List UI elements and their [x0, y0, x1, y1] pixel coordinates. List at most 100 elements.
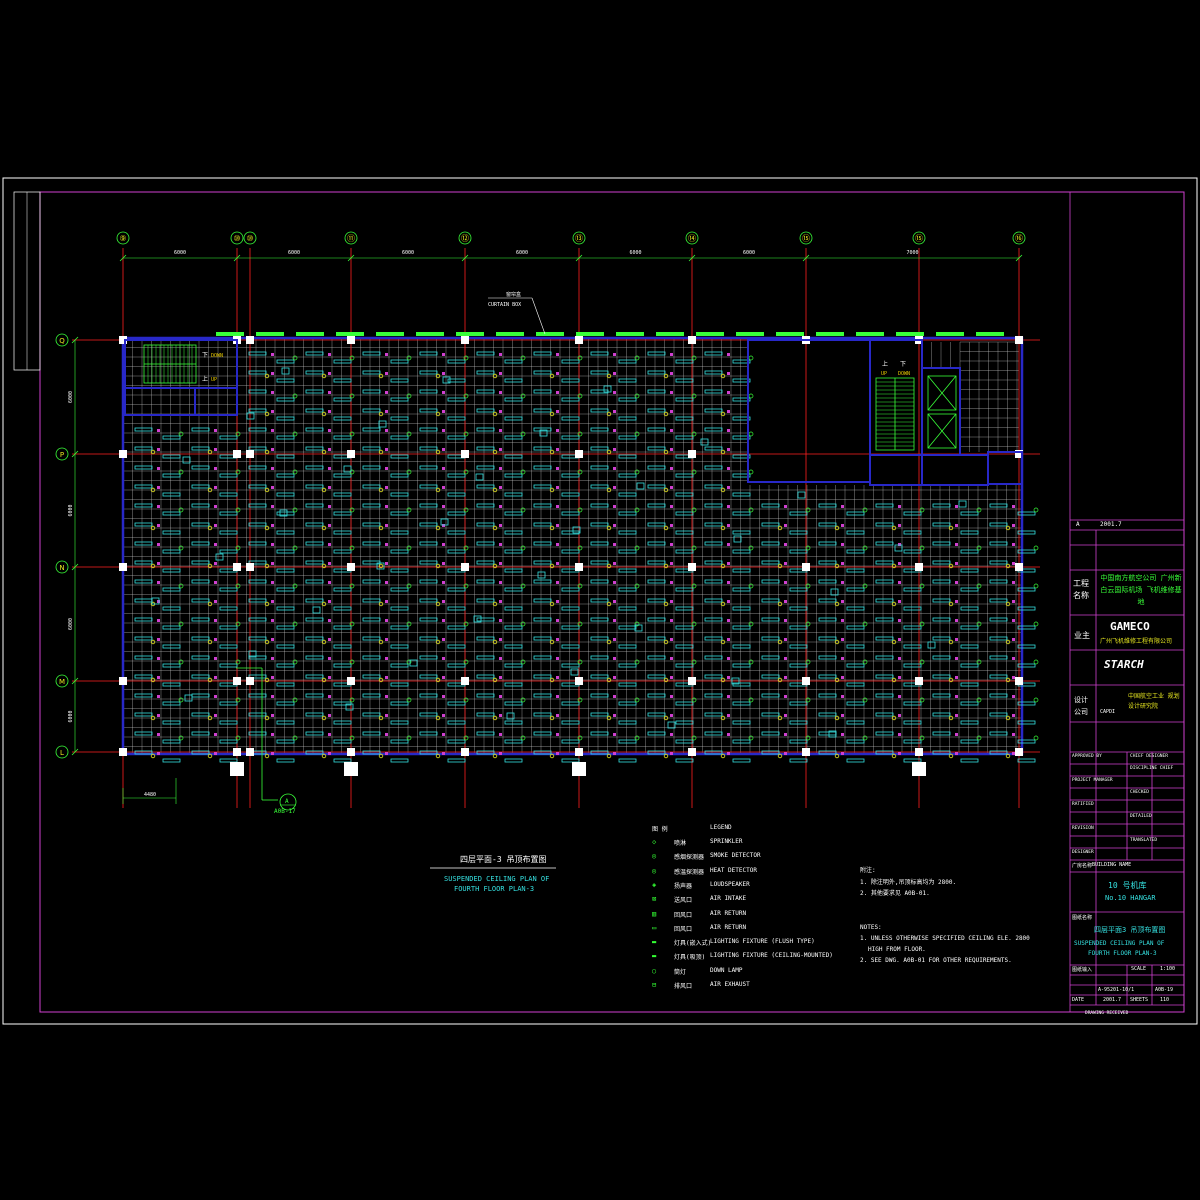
tb-sheet-no: A0B-19 [1155, 987, 1174, 993]
legend-label-cn: 灯具(吸顶) [674, 954, 706, 962]
detail-ref-letter: A [285, 798, 289, 805]
stair-left-down-cn: 下 [202, 352, 208, 359]
tb-discipline-chief: DISCIPLINE CHIEF [1130, 766, 1174, 771]
left-dimension-text: 6000 [68, 391, 74, 403]
tb-owner-logo: GAMECO [1110, 620, 1150, 633]
left-dimension-text: 6000 [68, 504, 74, 516]
column-axis-label: ⑩ [233, 234, 240, 243]
left-dimension-text: 6000 [68, 710, 74, 722]
ceiling-devices [150, 355, 1039, 759]
column-axis-label: ⑮ [802, 234, 810, 243]
stair-right [875, 377, 915, 451]
legend-label-en: HEAT DETECTOR [710, 866, 757, 874]
legend-label-en: AIR RETURN [710, 923, 747, 931]
detail-ref-sheet: A0B-17 [274, 808, 296, 815]
tb-owner-cn: 广州飞机维修工程有限公司 [1100, 638, 1173, 645]
stair-left-down-label: DOWN [211, 353, 223, 359]
top-dimension-text: 7000 [906, 250, 918, 256]
legend-label-en: LOUDSPEAKER [710, 880, 750, 888]
outer-frame [2, 177, 1198, 1025]
tb-rev: A [1076, 521, 1080, 528]
tb-drawing-title-en-2: FOURTH FLOOR PLAN-3 [1088, 950, 1157, 957]
binding-strip [13, 191, 41, 371]
tb-detailed: DETAILED [1130, 814, 1152, 819]
legend-label-cn: 灯具(嵌入式) [674, 940, 712, 948]
tb-rev-date: 2001.7 [1100, 521, 1122, 528]
legend-label-cn: 送风口 [674, 897, 693, 905]
tb-date: 2001.7 [1103, 997, 1122, 1003]
tb-building-label: 广房名称 [1072, 863, 1093, 869]
tb-translated: TRANSLATED [1130, 838, 1158, 843]
stair-right-up-label: UP [881, 371, 887, 377]
light-fixtures [134, 351, 1036, 763]
notes-en-header: NOTES: [860, 924, 882, 931]
curtain-box-cn: 窗帘盒 [506, 291, 521, 298]
tb-drawing-title-label: 图纸名称 [1072, 915, 1093, 921]
top-dimension-text: 6000 [516, 250, 528, 256]
row-axis-label: Q [59, 337, 65, 345]
stair-left-up-label: UP [211, 377, 217, 383]
legend-header-en: LEGEND [710, 824, 732, 831]
legend-symbol-icon: ▭ [652, 923, 657, 932]
legend-label-cn: 筒灯 [674, 968, 687, 976]
legend-label-cn: 感烟探测器 [674, 854, 705, 862]
legend-symbol-icon: ▬ [652, 938, 657, 947]
tb-scale-label: SCALE [1131, 966, 1147, 972]
tb-designer-label: 设计公司 [1074, 696, 1088, 716]
tb-revision: REVISION [1072, 826, 1094, 831]
tb-scale: 1:100 [1160, 966, 1176, 972]
tb-project-label: 工程名称 [1073, 579, 1089, 600]
stair-right-down-cn: 下 [900, 361, 906, 368]
top-dimension-text: 6000 [174, 250, 186, 256]
column-axis-label: ⑪ [347, 234, 355, 243]
tb-chief-designer: CHIEF DESIGNER [1130, 754, 1168, 759]
tb-checked: CHECKED [1130, 790, 1149, 795]
tb-building-cn: 10 号机库 [1108, 881, 1147, 890]
tb-approved-by: APPROVED BY [1072, 754, 1102, 759]
column-axis-label: ⑬ [575, 234, 583, 243]
row-axis-label: N [59, 564, 64, 572]
column-axis-label: ⑨ [119, 234, 126, 243]
stair-right-up-cn: 上 [882, 360, 888, 368]
legend-label-en: LIGHTING FIXTURE (FLUSH TYPE) [710, 938, 815, 946]
legend-header-cn: 图 例 [652, 826, 668, 833]
legend-label-en: AIR INTAKE [710, 895, 747, 903]
legend-symbol-icon: ◎ [652, 866, 657, 875]
legend-symbol-icon: ⊠ [652, 895, 657, 904]
legend-header: 图 例 LEGEND [652, 824, 732, 833]
legend-label-cn: 扬声器 [674, 882, 693, 890]
legend-label-cn: 回风口 [674, 925, 693, 933]
tb-sheet-label: SHEETS [1130, 997, 1149, 1003]
tb-design-logo: STARCH [1104, 658, 1144, 671]
legend-label-en: AIR RETURN [710, 909, 747, 917]
legend-label-cn: 喷淋 [674, 840, 687, 847]
drawing-title-en-2: FOURTH FLOOR PLAN-3 [454, 885, 534, 893]
walls [121, 332, 1024, 756]
legend-symbol-icon: ▥ [652, 909, 657, 918]
legend-label-en: AIR EXHAUST [710, 981, 750, 988]
drawing-title-cn: 四层平面-3 吊顶布置图 [460, 854, 546, 864]
top-dimension-text: 6000 [743, 250, 755, 256]
notes-en-1: 1. UNLESS OTHERWISE SPECIFIED CEILING EL… [860, 935, 1030, 942]
column-axis-label: ⑭ [688, 234, 696, 243]
legend-symbol-icon: ○ [652, 966, 657, 975]
detail-reference [236, 667, 297, 811]
stair-left [124, 339, 238, 416]
notes-en-1b: HIGH FROM FLOOR. [868, 946, 926, 953]
top-dimension-text: 6000 [402, 250, 414, 256]
legend-symbol-icon: ▬ [652, 952, 657, 961]
inner-frame [39, 191, 1185, 1013]
stair-right-down-label: DOWN [898, 371, 910, 377]
legend-symbol-icon: ◈ [652, 880, 657, 889]
legend-label-en: SMOKE DETECTOR [710, 852, 761, 860]
tb-drawing-received: DRAWING RECEIVED [1085, 1011, 1129, 1016]
tb-designer-abbr: CAPDI [1100, 709, 1116, 715]
tb-drawing-no: A-95201-10/1 [1098, 987, 1135, 993]
legend-symbol-icon: ◇ [652, 838, 657, 846]
notes-cn-2: 2. 其他要求见 A0B-01. [860, 890, 930, 897]
core-right [747, 339, 1023, 486]
tb-building-en: No.10 HANGAR [1105, 894, 1156, 902]
notes-en-2: 2. SEE DWG. A0B-01 FOR OTHER REQUIREMENT… [860, 957, 1012, 964]
